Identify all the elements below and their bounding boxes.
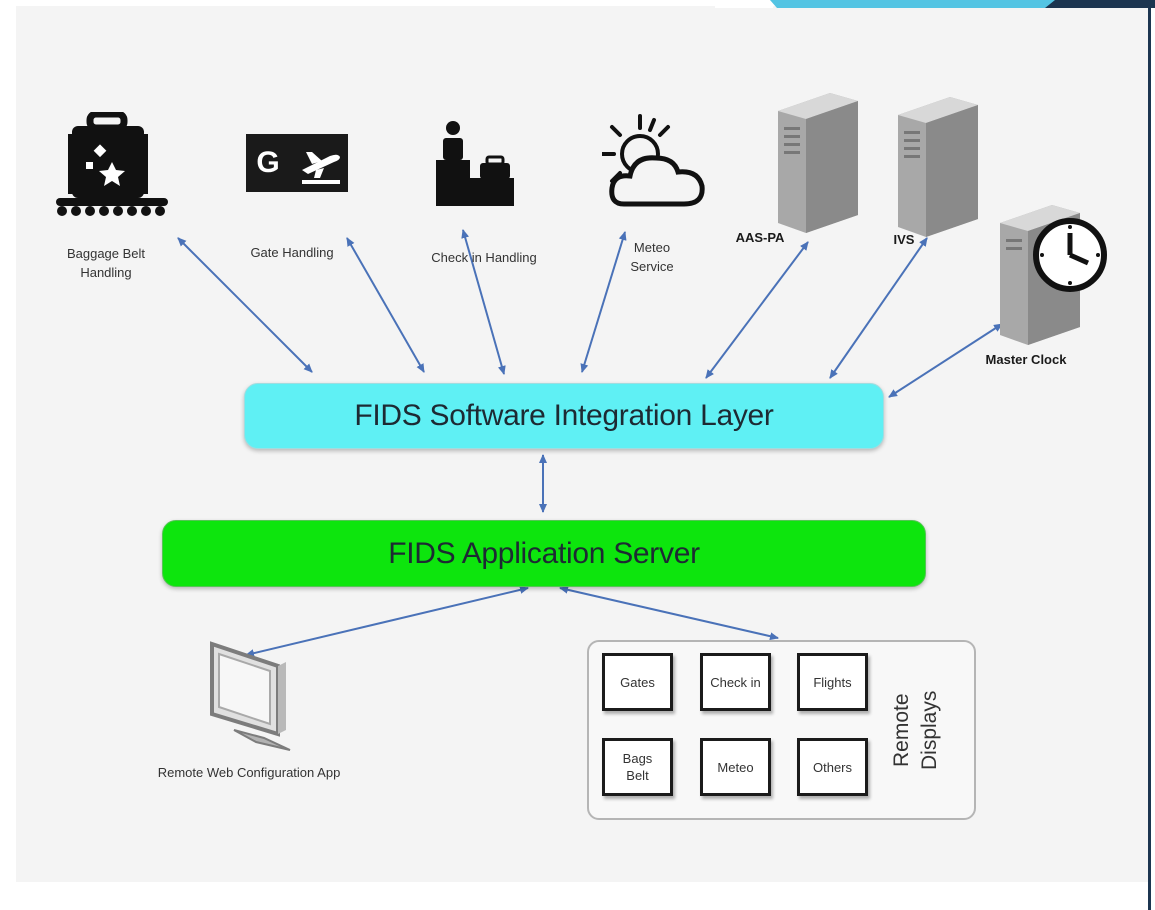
- luggage-conveyor-icon: [56, 112, 168, 216]
- arrow-aas: [705, 241, 809, 379]
- display-gates: Gates: [602, 653, 673, 711]
- display-others: Others: [797, 738, 868, 796]
- gate-sign-letter: G: [256, 146, 280, 179]
- server-tower-icon: [778, 93, 858, 233]
- slide-frame-decoration: [715, 0, 1155, 8]
- display-meteo: Meteo: [700, 738, 771, 796]
- checkin-label: Check in Handling: [431, 250, 537, 265]
- remote-displays-title: Remote Displays: [890, 690, 941, 770]
- application-server: FIDS Application Server: [162, 520, 926, 587]
- server-tower-icon: [898, 97, 978, 237]
- arrow-clock: [888, 323, 1003, 398]
- arrow-baggage: [177, 237, 313, 373]
- arrow-gate: [346, 237, 425, 373]
- arrow-ivs: [829, 237, 928, 379]
- aas-label: AAS-PA: [735, 230, 785, 245]
- display-flights: Flights: [797, 653, 868, 711]
- ivs-label: IVS: [893, 232, 915, 247]
- config-app-label: Remote Web Configuration App: [157, 765, 341, 780]
- slide-frame-edge: [1148, 0, 1151, 910]
- gate-label: Gate Handling: [250, 245, 334, 260]
- meteo-label: Meteo Service: [630, 240, 674, 274]
- gate-sign-icon: [246, 134, 348, 192]
- arrow-displays: [559, 585, 779, 641]
- server-clock-icon: [1000, 205, 1107, 345]
- baggage-label: Baggage Belt Handling: [66, 246, 146, 280]
- arrow-config: [245, 585, 529, 658]
- monitor-icon: [210, 641, 291, 751]
- arrow-meteo: [580, 231, 627, 373]
- check-in-desk-icon: [436, 121, 514, 206]
- sun-cloud-icon: [602, 114, 705, 207]
- arrow-checkin: [461, 229, 506, 375]
- integration-layer: FIDS Software Integration Layer: [244, 383, 884, 449]
- display-check-in: Check in: [700, 653, 771, 711]
- master-clock-label: Master Clock: [985, 352, 1067, 367]
